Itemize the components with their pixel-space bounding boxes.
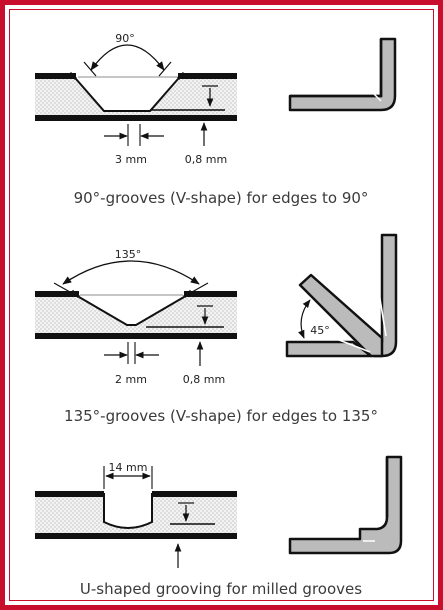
angle-dimension-90: 90° [78,32,178,78]
width-label-u: 14 mm [109,461,148,474]
depth-label-90: 0,8 mm [185,153,227,166]
depth-label-135: 0,8 mm [183,373,225,386]
depth-dimension-90: 0,8 mm [185,122,227,166]
folded-panel-u [288,455,403,555]
angle-label-90: 90° [115,32,135,45]
section-u-groove: 14 mm U-shaped grooving for milled groov… [35,455,403,598]
angle-label-135: 135° [115,248,142,261]
panel-cross-section-90 [35,71,237,121]
width-dimension-90: 3 mm [104,124,164,166]
folded-panel-135: 45° [285,233,398,358]
angle-dimension-135: 135° [53,248,209,296]
section-135-v-groove: 135° 2 mm 0,8 mm [35,233,398,425]
caption-u: U-shaped grooving for milled grooves [80,580,362,598]
panel-cross-section-135 [35,289,237,339]
width-label-135: 2 mm [115,373,147,386]
caption-135: 135°-grooves (V-shape) for edges to 135° [64,407,378,425]
folded-panel-90 [288,37,397,112]
width-dimension-135: 2 mm [104,342,159,386]
width-label-90: 3 mm [115,153,147,166]
depth-dimension-135: 0,8 mm [183,341,225,386]
section-90-v-groove: 90° 3 mm 0,8 mm 90°-grooves (V-shape) fo… [35,32,397,207]
width-dimension-u: 14 mm [103,461,153,489]
panel-cross-section-u [35,491,237,539]
bend-angle-label-135: 45° [310,324,330,337]
caption-90: 90°-grooves (V-shape) for edges to 90° [74,189,369,207]
